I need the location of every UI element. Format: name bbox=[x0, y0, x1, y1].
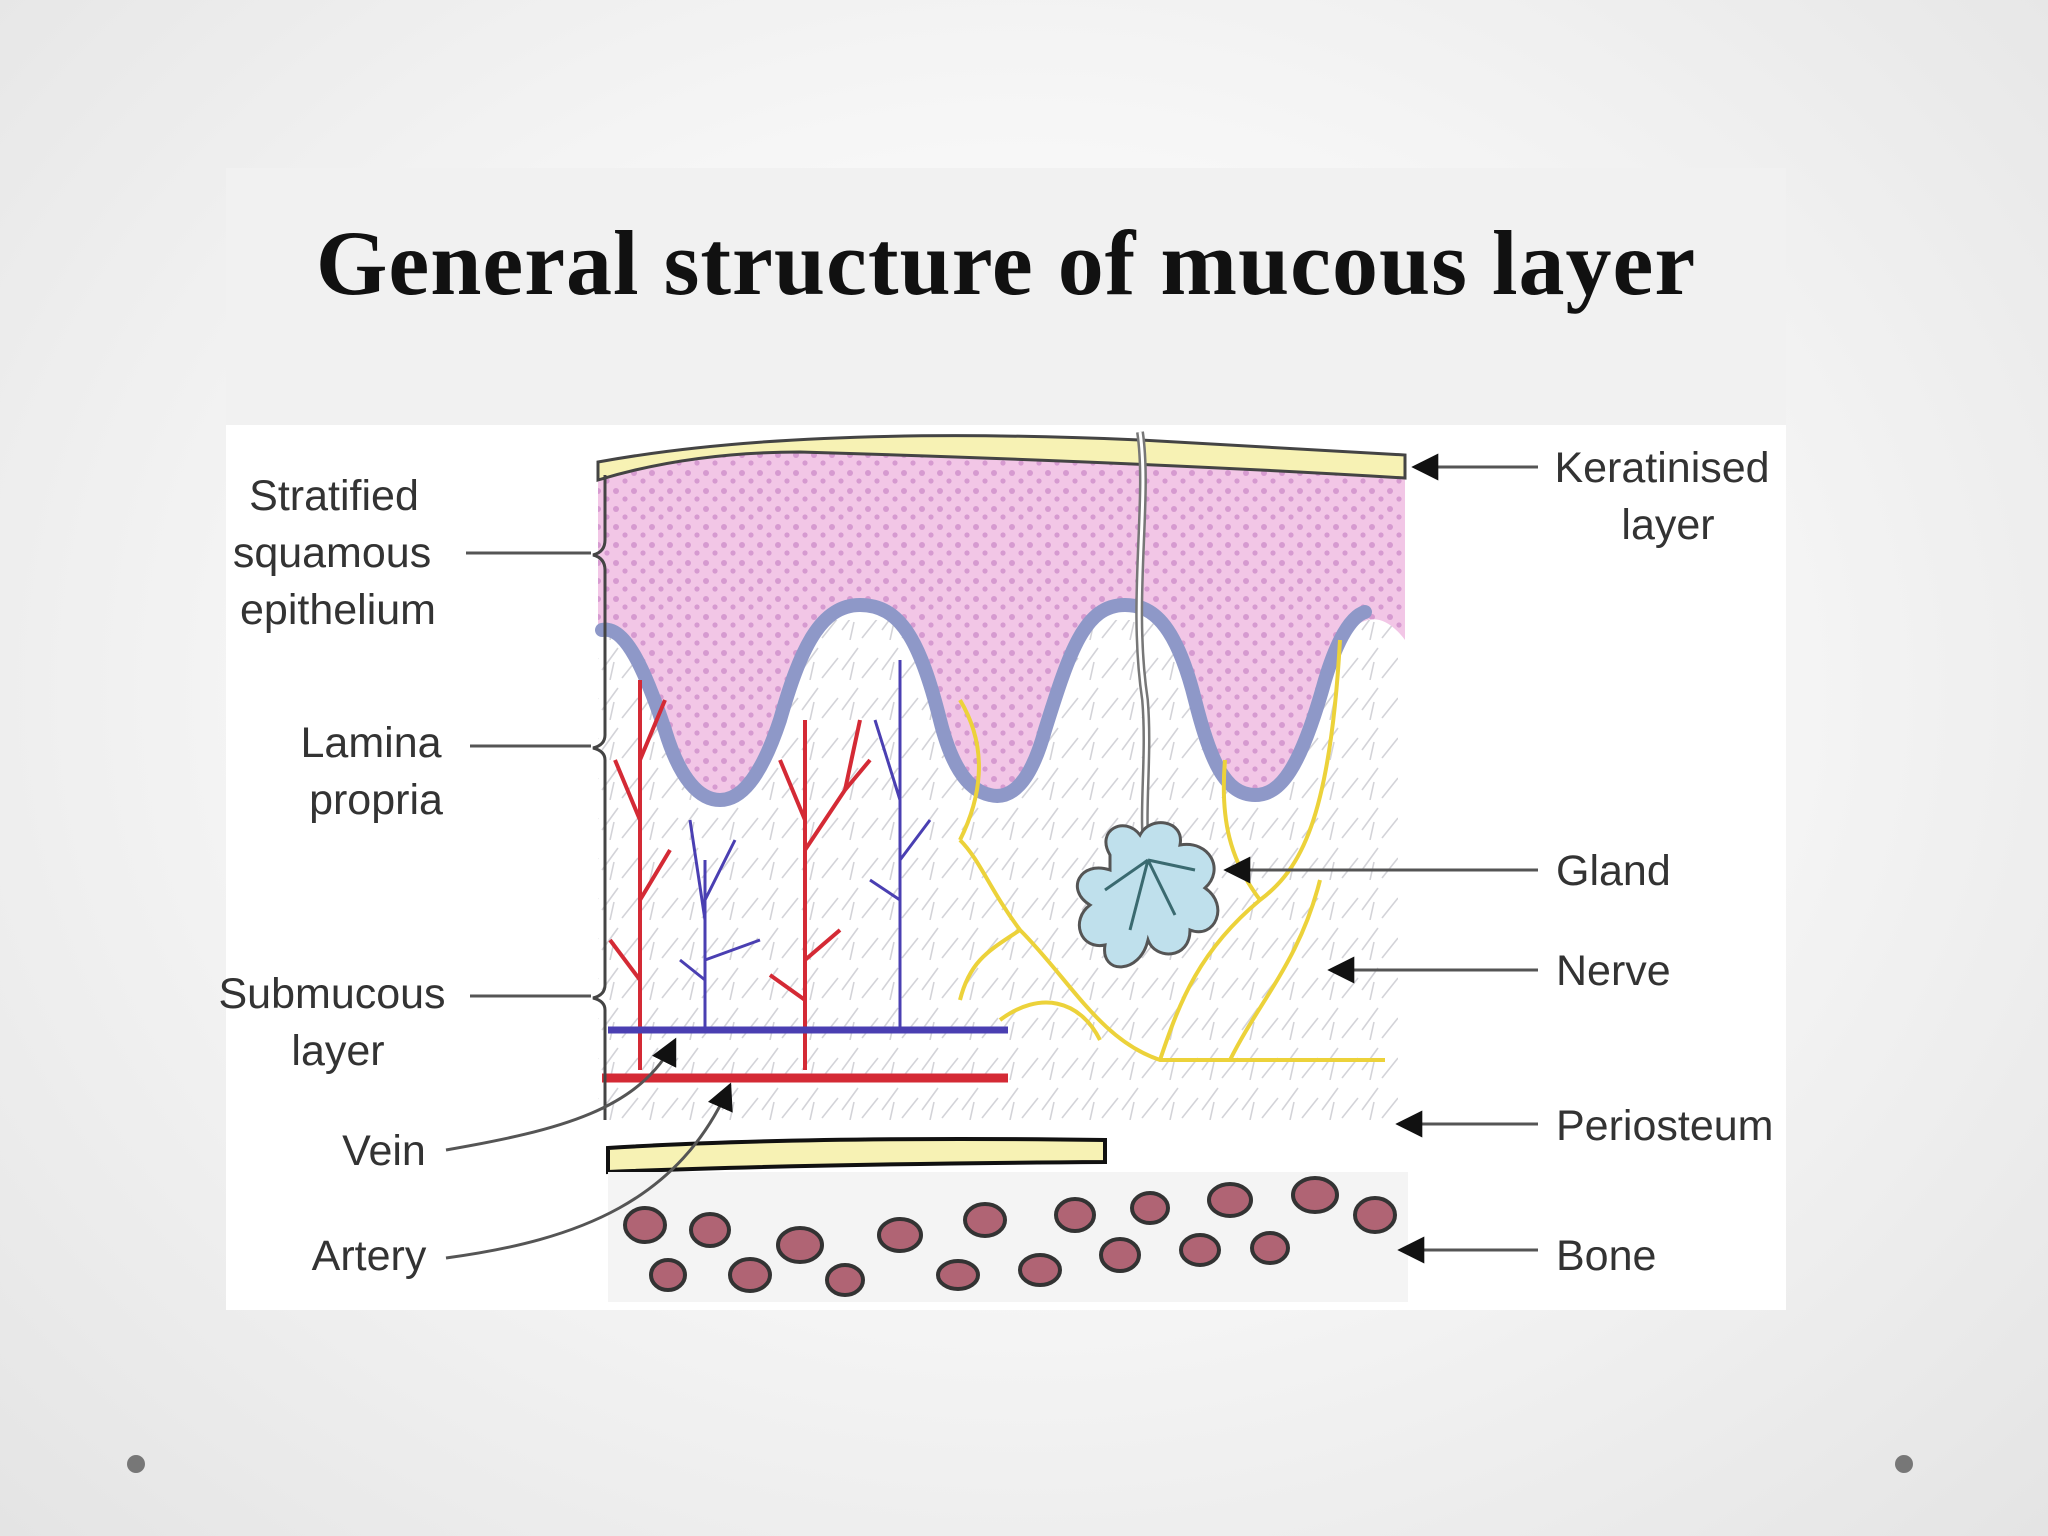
epithelium bbox=[598, 438, 1405, 800]
veins bbox=[679, 660, 932, 1030]
right-leader-lines bbox=[1223, 453, 1538, 1264]
label-bone: Bone bbox=[1556, 1232, 1656, 1280]
label-nerve: Nerve bbox=[1556, 947, 1671, 995]
label-submucous-layer: Submucous layer bbox=[218, 970, 457, 1075]
nerve-fibers bbox=[958, 639, 1385, 1062]
label-gland: Gland bbox=[1556, 847, 1671, 895]
left-leader-lines bbox=[445, 551, 733, 1260]
slide-title: General structure of mucous layer bbox=[315, 212, 1697, 314]
label-lamina-propria: Lamina propria bbox=[301, 719, 454, 824]
label-vein: Vein bbox=[342, 1127, 426, 1175]
basement-membrane bbox=[595, 597, 1372, 808]
label-keratinised-layer: Keratinised layer bbox=[1554, 444, 1781, 549]
slide-bullet-right-icon bbox=[1895, 1455, 1913, 1473]
keratinised-layer bbox=[596, 434, 1407, 483]
arteries bbox=[608, 680, 872, 1070]
periosteum bbox=[606, 1137, 1107, 1175]
gland-ducts-internal bbox=[1104, 858, 1196, 931]
gland bbox=[1076, 821, 1220, 969]
slide-bullet-left-icon bbox=[127, 1455, 145, 1473]
bone bbox=[608, 1172, 1408, 1302]
layer-brackets bbox=[592, 475, 607, 1120]
label-artery: Artery bbox=[312, 1232, 427, 1280]
label-stratified-squamous-epithelium: Stratified squamous epithelium bbox=[233, 472, 443, 634]
label-periosteum: Periosteum bbox=[1556, 1102, 1773, 1150]
